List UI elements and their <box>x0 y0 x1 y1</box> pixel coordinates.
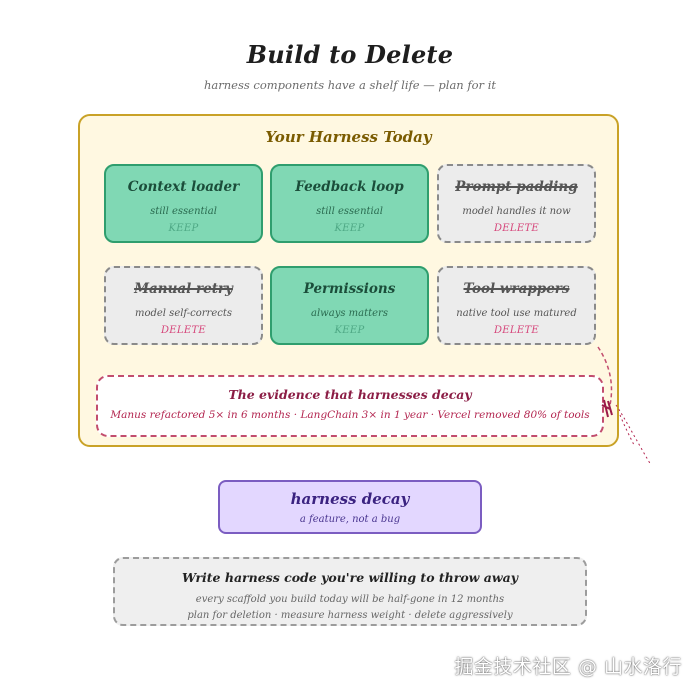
card-context-loader: Context loader still essential KEEP <box>104 164 263 243</box>
card-verdict: DELETE <box>493 223 540 234</box>
card-name: Permissions <box>303 281 396 297</box>
card-manual-retry: Manual retry model self-corrects DELETE <box>104 266 263 345</box>
harness-decay-subtitle: a feature, not a bug <box>299 514 401 525</box>
page-title: Build to Delete <box>246 40 454 69</box>
evidence-title: The evidence that harnesses decay <box>228 387 472 402</box>
card-prompt-padding: Prompt padding model handles it now DELE… <box>437 164 596 243</box>
throw-away-box <box>113 557 587 626</box>
card-verdict: KEEP <box>168 223 199 234</box>
card-note: always matters <box>311 308 388 319</box>
card-name: Feedback loop <box>295 179 404 195</box>
page-subtitle: harness components have a shelf life — p… <box>203 78 497 92</box>
card-note: still essential <box>316 206 383 217</box>
connector-scribble <box>597 346 652 466</box>
evidence-box <box>96 375 604 437</box>
evidence-body: Manus refactored 5× in 6 months · LangCh… <box>110 409 590 421</box>
card-permissions: Permissions always matters KEEP <box>270 266 429 345</box>
harness-decay-title: harness decay <box>290 490 410 508</box>
card-name: Context loader <box>127 179 240 195</box>
card-verdict: KEEP <box>334 325 365 336</box>
card-name: Manual retry <box>134 281 233 297</box>
card-name: Prompt padding <box>455 179 578 195</box>
card-note: model handles it now <box>462 206 571 217</box>
card-verdict: DELETE <box>160 325 207 336</box>
throw-away-line-2: plan for deletion · measure harness weig… <box>187 610 513 621</box>
card-note: still essential <box>150 206 217 217</box>
card-verdict: DELETE <box>493 325 540 336</box>
throw-away-title: Write harness code you're willing to thr… <box>181 570 519 585</box>
harness-decay-box <box>218 480 482 534</box>
card-note: model self-corrects <box>134 308 233 319</box>
card-tool-wrappers: Tool wrappers native tool use matured DE… <box>437 266 596 345</box>
harness-title: Your Harness Today <box>265 128 432 146</box>
watermark: 掘金技术社区 @ 山水洛行 <box>454 656 682 678</box>
card-verdict: KEEP <box>334 223 365 234</box>
throw-away-line-1: every scaffold you build today will be h… <box>195 594 505 605</box>
card-feedback-loop: Feedback loop still essential KEEP <box>270 164 429 243</box>
card-name: Tool wrappers <box>463 281 570 297</box>
card-note: native tool use matured <box>456 308 577 319</box>
